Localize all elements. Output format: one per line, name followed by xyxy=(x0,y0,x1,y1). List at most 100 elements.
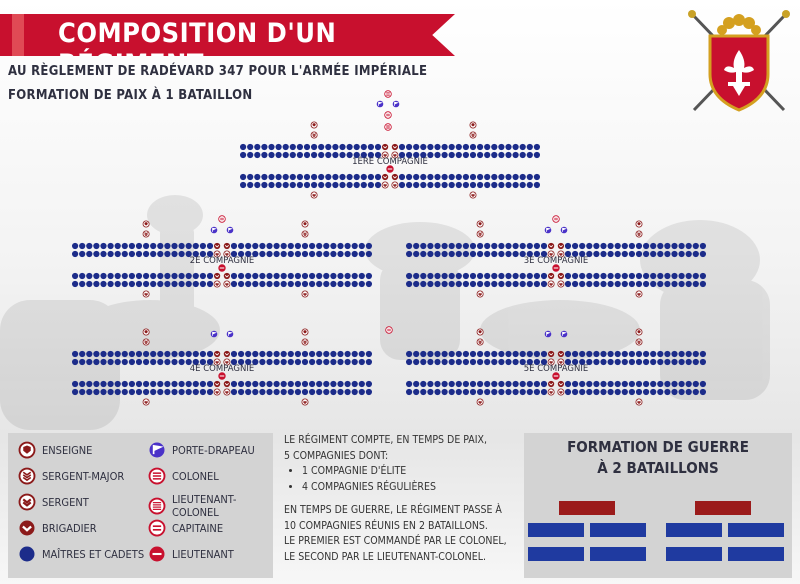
cadet-icon xyxy=(374,143,382,151)
cadet-icon xyxy=(273,380,280,388)
cadet-icon xyxy=(593,280,600,288)
cadet-icon xyxy=(230,280,238,288)
cadet-icon xyxy=(671,272,678,280)
cadet-icon xyxy=(309,380,316,388)
cadet-icon xyxy=(107,358,114,366)
sergent-major-icon xyxy=(310,131,318,139)
cadet-icon xyxy=(353,173,360,181)
cadet-icon xyxy=(434,151,441,159)
cadet-icon xyxy=(650,280,657,288)
cadet-icon xyxy=(505,380,512,388)
cadet-icon xyxy=(344,350,351,358)
cadet-icon xyxy=(512,181,519,189)
cadet-icon xyxy=(484,358,491,366)
cadet-icon xyxy=(128,350,135,358)
cadet-icon xyxy=(282,173,289,181)
cadet-icon xyxy=(199,242,206,250)
cadet-icon xyxy=(121,350,128,358)
cadet-icon xyxy=(185,272,192,280)
sergent-icon xyxy=(223,388,231,396)
cadet-icon xyxy=(339,143,346,151)
cadet-icon xyxy=(526,242,533,250)
cadet-icon xyxy=(79,358,86,366)
cadet-icon xyxy=(526,250,533,258)
brigadier-icon xyxy=(548,350,555,358)
cadet-icon xyxy=(586,242,593,250)
cadet-icon xyxy=(135,242,143,250)
sergent-major-icon xyxy=(301,338,309,346)
cadet-icon xyxy=(484,173,491,181)
enseigne-icon xyxy=(142,220,150,228)
cadet-icon xyxy=(367,143,374,151)
cadet-icon xyxy=(469,358,477,366)
cadet-icon xyxy=(586,388,593,396)
cadet-icon xyxy=(238,380,245,388)
cadet-icon xyxy=(533,350,541,358)
cadet-icon xyxy=(533,250,541,258)
cadet-icon xyxy=(413,143,420,151)
cadet-icon xyxy=(238,272,245,280)
cadet-icon xyxy=(230,272,238,280)
cadet-icon xyxy=(311,143,318,151)
cadet-icon xyxy=(240,151,247,159)
cadet-icon xyxy=(607,350,614,358)
cadet-icon xyxy=(586,380,593,388)
cadet-icon xyxy=(643,272,650,280)
cadet-icon xyxy=(252,272,259,280)
cadet-icon xyxy=(143,388,150,396)
cadet-icon xyxy=(427,242,434,250)
brigadier-icon xyxy=(557,272,565,280)
cadet-icon xyxy=(692,280,699,288)
cadet-icon xyxy=(455,242,462,250)
cadet-icon xyxy=(301,358,309,366)
legend-item: PORTE-DRAPEAU xyxy=(148,441,255,459)
cadet-icon xyxy=(238,280,245,288)
cadet-icon xyxy=(114,380,121,388)
cadet-icon xyxy=(505,242,512,250)
cadet-icon xyxy=(296,181,303,189)
cadet-icon xyxy=(230,388,238,396)
company-block xyxy=(728,547,784,561)
cadet-icon xyxy=(230,250,238,258)
cadet-icon xyxy=(337,272,344,280)
cadet-icon xyxy=(699,280,707,288)
cadet-icon xyxy=(413,350,420,358)
cadet-icon xyxy=(692,350,699,358)
cadet-icon xyxy=(448,250,455,258)
legend-item: SERGENT xyxy=(18,493,89,511)
cadet-icon xyxy=(301,242,309,250)
cadet-icon xyxy=(498,151,505,159)
cadet-icon xyxy=(301,280,309,288)
cadet-icon xyxy=(192,280,199,288)
cadet-icon xyxy=(171,250,178,258)
cadet-icon xyxy=(607,358,614,366)
cadet-icon xyxy=(413,380,420,388)
cadet-icon xyxy=(448,280,455,288)
cadet-icon xyxy=(540,358,548,366)
cadet-icon xyxy=(178,250,185,258)
cadet-icon xyxy=(650,242,657,250)
cadet-icon xyxy=(671,358,678,366)
cadet-icon xyxy=(206,388,214,396)
company-block xyxy=(590,547,646,561)
cadet-icon xyxy=(266,242,273,250)
cadet-icon xyxy=(462,350,469,358)
cadet-icon xyxy=(157,358,164,366)
cadet-icon xyxy=(128,380,135,388)
cadet-icon xyxy=(455,388,462,396)
cadet-icon xyxy=(330,242,337,250)
battalion-2-command xyxy=(695,501,751,515)
company-label: 4E COMPAGNIE xyxy=(190,364,255,374)
cadet-icon xyxy=(593,380,600,388)
cadet-icon xyxy=(491,350,498,358)
cadet-icon xyxy=(607,280,614,288)
cadet-icon xyxy=(448,350,455,358)
cadet-icon xyxy=(344,380,351,388)
cadet-icon xyxy=(519,143,526,151)
cadet-icon xyxy=(289,151,296,159)
cadet-icon xyxy=(505,350,512,358)
cadet-icon xyxy=(339,173,346,181)
cadet-icon xyxy=(282,181,289,189)
cadet-icon xyxy=(280,272,287,280)
